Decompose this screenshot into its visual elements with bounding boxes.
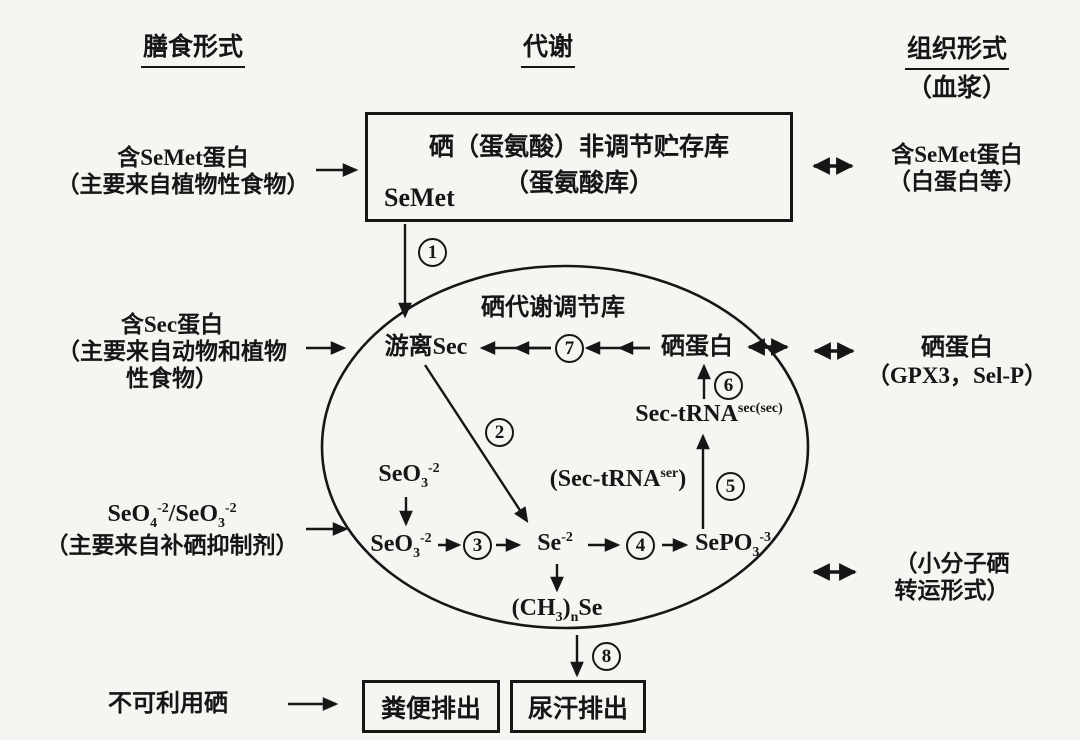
regulatory-pool-title: 硒代谢调节库 <box>481 295 625 321</box>
storage-pool-subtitle: （蛋氨酸库） <box>503 170 654 197</box>
storage-pool-title: 硒（蛋氨酸）非调节贮存库 <box>428 134 729 161</box>
label-sec-protein-dietary: 含Sec蛋白 （主要来自动物和植物 性食物） <box>57 312 287 392</box>
seo4-seo3-formula: SeO4-2/SeO3-2 <box>107 501 237 531</box>
label-seo4-seo3-dietary: SeO4-2/SeO3-2 （主要来自补硒抑制剂） <box>45 501 299 559</box>
step-7-badge: 7 <box>555 334 584 363</box>
node-seo3-upper: SeO3-2 <box>378 461 440 491</box>
step-5-badge: 5 <box>716 472 745 501</box>
step-6-badge: 6 <box>714 371 743 400</box>
label-selenoprotein-tissue: 硒蛋白 （GPX3，Sel-P） <box>866 335 1048 389</box>
box-feces-excretion: 粪便排出 <box>362 680 500 733</box>
box-urine-sweat-excretion: 尿汗排出 <box>510 680 646 733</box>
header-tissue-plasma: （血浆） <box>906 74 1008 102</box>
step-8-badge: 8 <box>592 642 621 671</box>
storage-pool-box: 硒（蛋氨酸）非调节贮存库 （蛋氨酸库） SeMet <box>365 112 793 222</box>
header-dietary-form-text: 膳食形式 <box>140 33 246 68</box>
step-1-badge: 1 <box>418 238 447 267</box>
node-seo3-lower: SeO3-2 <box>370 531 432 561</box>
header-dietary-form: 膳食形式 <box>140 33 246 68</box>
arrow-step2 <box>423 364 529 523</box>
header-tissue-form-text: 组织形式 <box>904 35 1010 70</box>
label-semet-protein-tissue: 含SeMet蛋白 （白蛋白等） <box>888 142 1026 195</box>
label-semet-protein-dietary: 含SeMet蛋白 （主要来自植物性食物） <box>56 145 310 198</box>
step-3-badge: 3 <box>463 531 492 560</box>
node-free-sec: 游离Sec <box>384 334 468 360</box>
node-sec-trna-ser: (Sec-tRNAser) <box>549 466 687 492</box>
node-methylated-se: (CH3)nSe <box>511 595 603 625</box>
header-tissue-form: 组织形式 （血浆） <box>904 35 1010 103</box>
node-sepo3: SePO3-3 <box>695 530 771 560</box>
node-selenoprotein: 硒蛋白 <box>661 334 733 360</box>
node-selenide: Se-2 <box>537 530 573 556</box>
node-sec-trna-sec: Sec-tRNAsec(sec) <box>635 401 783 427</box>
semet-tag: SeMet <box>384 183 455 212</box>
step-2-badge: 2 <box>485 418 514 447</box>
header-metabolism-text: 代谢 <box>520 33 576 68</box>
label-unavailable-selenium: 不可利用硒 <box>108 691 228 717</box>
regulatory-pool-ellipse <box>320 264 810 630</box>
step-4-badge: 4 <box>626 531 655 560</box>
label-small-molecule-transport: （小分子硒 转运形式） <box>894 551 1010 604</box>
header-metabolism: 代谢 <box>520 33 576 68</box>
